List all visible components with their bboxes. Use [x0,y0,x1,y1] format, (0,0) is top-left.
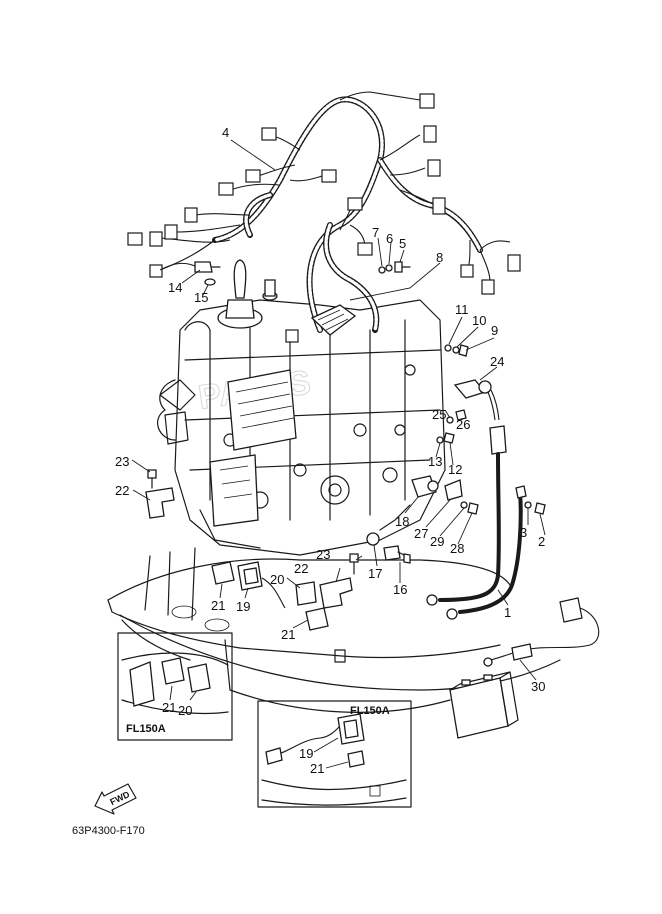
callout-2: 2 [538,534,545,549]
callout-21b: 21 [281,627,295,642]
harness-connectors [127,93,521,343]
bracket-27 [444,479,463,501]
callout-10: 10 [472,313,486,328]
inset-left: 21 20 FL150A [117,632,233,741]
callout-22: 22 [115,483,129,498]
sensor-18 [411,475,439,498]
connector-8 [310,304,357,336]
o-ring-15 [204,278,216,286]
callout-15: 15 [194,290,208,305]
callout-30: 30 [531,679,545,694]
callout-6: 6 [386,231,393,246]
fwd-arrow: FWD [94,783,137,815]
inset-left-callout-20: 20 [178,703,192,718]
callout-14: 14 [168,280,182,295]
lower-cowling [107,547,561,713]
callout-11: 11 [455,302,469,317]
callout-27: 27 [414,526,428,541]
bolt-28 [467,502,479,515]
part-13 [436,436,444,444]
switch-19 [237,561,263,591]
callout-20: 20 [270,572,284,587]
washer-29 [460,501,468,509]
bolts-9-10-11 [444,344,469,357]
callout-17: 17 [368,566,382,581]
bracket-22-left [145,469,175,519]
callout-29: 29 [430,534,444,549]
sensor-16 [383,545,411,564]
callout-24: 24 [490,354,504,369]
callout-19: 19 [236,599,250,614]
callout-9: 9 [491,323,498,338]
callout-16: 16 [393,582,407,597]
callout-13: 13 [428,454,442,469]
callout-7: 7 [372,225,379,240]
callout-1: 1 [504,605,511,620]
callout-3: 3 [520,525,527,540]
callout-28: 28 [450,541,464,556]
harness-branch-wires [159,91,511,283]
sensor-14 [159,261,221,273]
callout-21: 21 [211,598,225,613]
leader-lines [131,139,546,681]
inset-bottom: FL150A 19 21 [257,700,412,808]
callout-8: 8 [436,250,443,265]
callout-23: 23 [115,454,129,469]
inset-left-label: FL150A [126,723,166,735]
part-25 [446,416,454,424]
callout-numbers: 4 7 6 5 8 14 15 11 10 9 24 25 26 13 12 2… [115,125,545,694]
bracket-22-right [319,553,359,609]
callout-23b: 23 [316,547,330,562]
battery-30 [449,597,600,739]
callout-18: 18 [395,514,409,529]
seal-21a [211,561,235,585]
battery-cable-1 [426,425,527,620]
inset-bottom-callout-21: 21 [310,761,324,776]
part-26 [455,409,467,421]
inset-left-callout-21: 21 [162,700,176,715]
grommet-17 [366,532,380,546]
part-12 [443,432,455,444]
engine-block [157,259,446,556]
inset-bottom-label: FL150A [350,705,390,717]
callout-26: 26 [456,417,470,432]
callout-12: 12 [448,462,462,477]
sensor-24 [453,379,500,421]
cap-20 [295,581,317,606]
drawing-code: 63P4300-F170 [72,825,145,837]
switch-wire [261,577,286,609]
callout-4: 4 [222,125,229,140]
seal-21b [305,607,329,631]
callout-22b: 22 [294,561,308,576]
inset-bottom-callout-19: 19 [299,746,313,761]
bolts-5-6-7 [378,261,411,274]
callout-25: 25 [432,407,446,422]
callout-5: 5 [399,236,406,251]
